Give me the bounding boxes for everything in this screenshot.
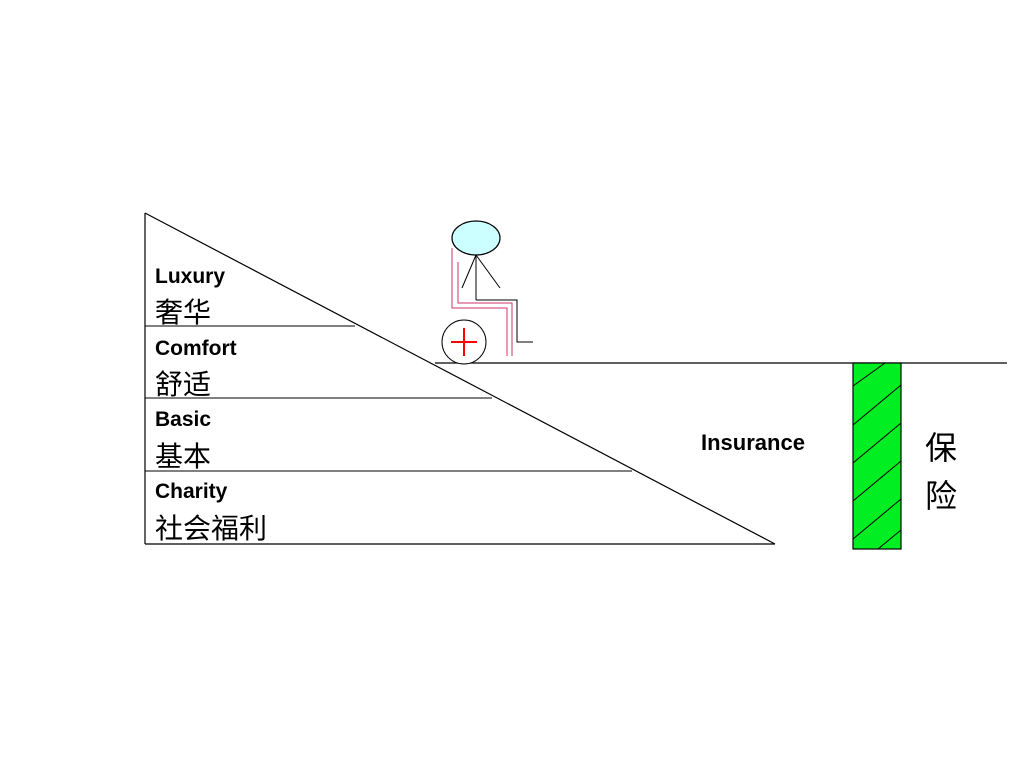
insurance-label-en: Insurance [701,430,805,455]
wheelchair-frame-inner [457,262,513,356]
wheelchair-frame-outer [451,248,508,356]
level-luxury-en: Luxury [155,265,225,288]
insurance-label-zh-1: 保 [925,429,957,467]
level-comfort-en: Comfort [155,337,237,360]
person-arm-left [461,254,477,289]
person-legs [476,299,533,343]
social-welfare-triangle [144,212,776,545]
person-arm-right [475,254,501,289]
person-head [451,220,501,256]
level-charity-zh: 社会福利 [155,512,267,545]
level-basic-zh: 基本 [155,440,211,473]
red-cross-icon [451,328,477,356]
hatch-line [852,384,902,426]
level-comfort-zh: 舒适 [155,368,211,401]
hatch-line [877,529,902,550]
hatch-line [852,362,886,387]
hatch-line [852,460,902,502]
level-basic-en: Basic [155,408,211,431]
triangle-hypotenuse [144,212,776,545]
hatch-line [852,498,902,540]
insurance-pillar-hatch [852,362,902,550]
insurance-label-zh-2: 险 [925,477,957,515]
hatch-line [852,422,902,464]
level-luxury-zh: 奢华 [155,296,211,329]
person-figure-icon [441,220,533,365]
insurance-pillar [852,362,902,550]
level-charity-en: Charity [155,480,228,503]
